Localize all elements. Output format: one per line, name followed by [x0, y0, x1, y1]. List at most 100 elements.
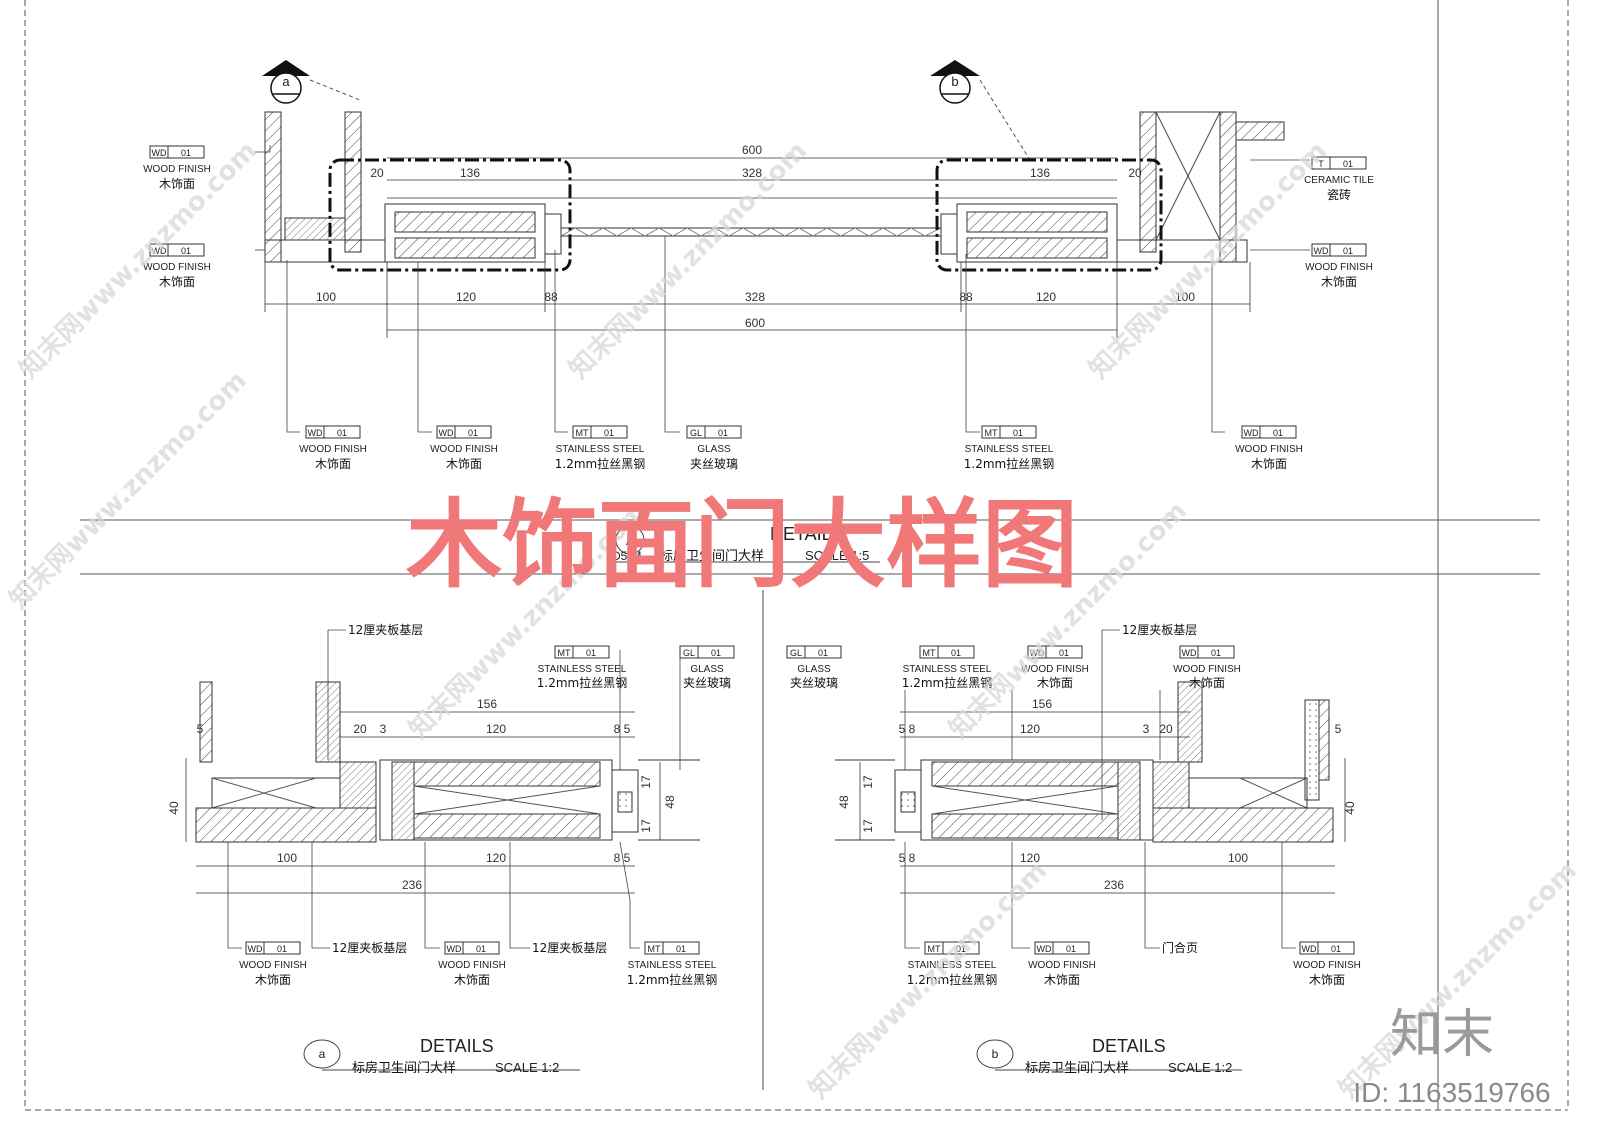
svg-text:236: 236 — [402, 878, 422, 892]
svg-text:夹丝玻璃: 夹丝玻璃 — [690, 457, 738, 471]
svg-text:MT: MT — [985, 428, 998, 438]
svg-text:WOOD FINISH: WOOD FINISH — [1235, 444, 1303, 455]
detail-a-tag-bottom-1: WD 01 WOOD FINISH 木饰面 — [239, 941, 307, 987]
top-tag-bottom-2: WD 01 WOOD FINISH 木饰面 — [430, 425, 498, 471]
svg-text:GLASS: GLASS — [797, 664, 831, 675]
svg-text:SCALE 1:5: SCALE 1:5 — [805, 548, 869, 563]
svg-text:120: 120 — [1020, 722, 1040, 736]
main-title: 木饰面门大样图 — [406, 488, 1078, 601]
svg-text:门合页: 门合页 — [1162, 940, 1198, 955]
svg-text:236: 236 — [1104, 878, 1124, 892]
svg-text:知末网www.znzmo.com: 知末网www.znzmo.com — [4, 366, 253, 615]
svg-text:MT: MT — [576, 428, 589, 438]
svg-text:木饰面: 木饰面 — [1321, 275, 1357, 289]
svg-text:48: 48 — [663, 795, 677, 809]
svg-text:WOOD FINISH: WOOD FINISH — [1173, 664, 1241, 675]
svg-text:17: 17 — [861, 775, 875, 789]
svg-text:48: 48 — [837, 795, 851, 809]
section-marker-a: a — [262, 60, 361, 104]
svg-text:136: 136 — [1030, 166, 1050, 180]
detail-b-tag-top-4: WD 01 WOOD FINISH 木饰面 — [1173, 645, 1241, 690]
svg-text:STAINLESS STEEL: STAINLESS STEEL — [965, 444, 1054, 455]
svg-text:知末网www.znzmo.com: 知末网www.znzmo.com — [564, 136, 813, 385]
svg-text:知末网www.znzmo.com: 知末网www.znzmo.com — [14, 136, 263, 385]
top-title-block: A D5-M- 标房卫生间门大样 DETAILS SCALE 1:5 — [80, 519, 1540, 575]
svg-text:17: 17 — [639, 819, 653, 833]
detail-a-tag-top-2: GL 01 GLASS 夹丝玻璃 — [679, 645, 735, 690]
svg-text:5 8: 5 8 — [899, 722, 916, 736]
svg-text:A: A — [626, 534, 634, 548]
image-id: ID: 1163519766 — [1353, 1077, 1550, 1108]
svg-text:100: 100 — [277, 851, 297, 865]
svg-text:01: 01 — [718, 428, 728, 438]
svg-text:WD: WD — [308, 428, 323, 438]
svg-text:STAINLESS STEEL: STAINLESS STEEL — [628, 960, 717, 971]
section-marker-b: b — [930, 60, 1031, 161]
svg-text:GL: GL — [683, 648, 695, 658]
svg-text:156: 156 — [477, 697, 497, 711]
svg-text:T: T — [1318, 159, 1324, 169]
svg-text:600: 600 — [742, 143, 762, 157]
svg-text:100: 100 — [1228, 851, 1248, 865]
svg-text:136: 136 — [460, 166, 480, 180]
svg-text:8 5: 8 5 — [614, 851, 631, 865]
svg-text:01: 01 — [1273, 428, 1283, 438]
svg-text:MT: MT — [923, 648, 936, 658]
svg-text:01: 01 — [711, 648, 721, 658]
detail-a-title-block: a DETAILS 标房卫生间门大样 SCALE 1:2 — [303, 1036, 580, 1076]
svg-text:328: 328 — [742, 166, 762, 180]
svg-text:木饰面: 木饰面 — [1309, 973, 1345, 987]
svg-text:01: 01 — [676, 944, 686, 954]
svg-text:8 5: 8 5 — [614, 722, 631, 736]
svg-text:WOOD FINISH: WOOD FINISH — [1021, 664, 1089, 675]
svg-text:20: 20 — [353, 722, 367, 736]
svg-text:156: 156 — [1032, 697, 1052, 711]
svg-text:木饰面: 木饰面 — [1037, 676, 1073, 690]
svg-text:01: 01 — [586, 648, 596, 658]
detail-b-tag-bottom-3: WD 01 WOOD FINISH 木饰面 — [1293, 941, 1361, 987]
svg-text:D5-M-: D5-M- — [612, 549, 645, 563]
svg-text:12厘夹板基层: 12厘夹板基层 — [532, 941, 607, 955]
top-tag-right-2: WD 01 WOOD FINISH 木饰面 — [1305, 243, 1373, 289]
svg-text:17: 17 — [861, 819, 875, 833]
detail-a-tag-bottom-2: WD 01 WOOD FINISH 木饰面 — [438, 941, 506, 987]
svg-text:DETAILS: DETAILS — [420, 1036, 494, 1056]
svg-text:17: 17 — [639, 775, 653, 789]
svg-text:WD: WD — [1037, 944, 1052, 954]
detail-b: 156 5 8 120 3 20 5 40 17 17 48 5 8 120 1… — [786, 623, 1361, 1076]
svg-text:GLASS: GLASS — [690, 664, 724, 675]
svg-text:GL: GL — [690, 428, 702, 438]
svg-text:知末网www.znzmo.com: 知末网www.znzmo.com — [1084, 136, 1333, 385]
svg-text:DETAILS: DETAILS — [1092, 1036, 1166, 1056]
svg-text:01: 01 — [818, 648, 828, 658]
detail-b-title-block: b DETAILS 标房卫生间门大样 SCALE 1:2 — [976, 1036, 1242, 1076]
svg-text:b: b — [951, 74, 958, 89]
svg-text:a: a — [282, 74, 290, 89]
svg-text:STAINLESS STEEL: STAINLESS STEEL — [556, 444, 645, 455]
svg-text:WD: WD — [1314, 246, 1329, 256]
svg-text:SCALE 1:2: SCALE 1:2 — [495, 1060, 559, 1075]
svg-text:WD: WD — [248, 944, 263, 954]
svg-text:600: 600 — [745, 316, 765, 330]
svg-text:1.2mm拉丝黑钢: 1.2mm拉丝黑钢 — [907, 972, 997, 987]
svg-text:夹丝玻璃: 夹丝玻璃 — [790, 676, 838, 690]
svg-text:1.2mm拉丝黑钢: 1.2mm拉丝黑钢 — [537, 675, 627, 690]
detail-a-tag-bottom-3: MT 01 STAINLESS STEEL 1.2mm拉丝黑钢 — [627, 941, 717, 987]
svg-text:CERAMIC TILE: CERAMIC TILE — [1304, 175, 1374, 186]
top-tag-bottom-5: MT 01 STAINLESS STEEL 1.2mm拉丝黑钢 — [964, 425, 1054, 471]
top-plan: a b — [80, 60, 1540, 575]
top-tag-bottom-1: WD 01 WOOD FINISH 木饰面 — [299, 425, 367, 471]
svg-text:MT: MT — [558, 648, 571, 658]
svg-text:01: 01 — [468, 428, 478, 438]
svg-text:WOOD FINISH: WOOD FINISH — [143, 262, 211, 273]
svg-text:b: b — [992, 1047, 999, 1061]
top-tag-left-1: WD 01 WOOD FINISH 木饰面 — [143, 145, 211, 191]
svg-text:100: 100 — [316, 290, 336, 304]
svg-text:20: 20 — [370, 166, 384, 180]
svg-text:120: 120 — [1020, 851, 1040, 865]
svg-text:知末网www.znzmo.com: 知末网www.znzmo.com — [1334, 856, 1583, 1105]
svg-text:WOOD FINISH: WOOD FINISH — [299, 444, 367, 455]
svg-text:01: 01 — [951, 648, 961, 658]
svg-text:WOOD FINISH: WOOD FINISH — [430, 444, 498, 455]
svg-text:1.2mm拉丝黑钢: 1.2mm拉丝黑钢 — [555, 456, 645, 471]
